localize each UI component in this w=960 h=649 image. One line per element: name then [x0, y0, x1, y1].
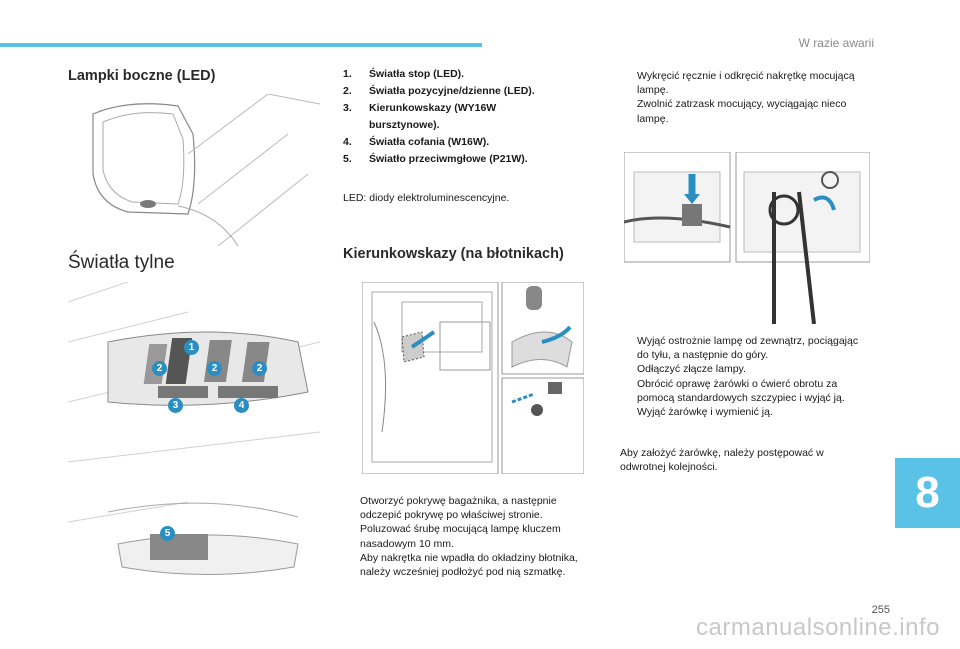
- bulb-removal-illustration: [624, 152, 870, 324]
- list-item: Odłączyć złącze lampy.: [637, 363, 746, 376]
- lamp-removal-steps: Wyjąć ostrożnie lampę od zewnątrz, pocią…: [620, 334, 870, 419]
- callout-3: 3: [168, 398, 183, 413]
- callout-2: 2: [252, 361, 267, 376]
- fender-indicator-illustration: [362, 282, 584, 474]
- callout-4: 4: [234, 398, 249, 413]
- list-item: Wyjąć żarówkę i wymienić ją.: [637, 406, 773, 419]
- list-item: Wyjąć ostrożnie lampę od zewnątrz, pocią…: [637, 335, 859, 362]
- list-item: Obrócić oprawę żarówki o ćwierć obrotu z…: [637, 377, 845, 404]
- list-item: 1.Światła stop (LED).: [343, 68, 465, 80]
- list-item: Aby nakrętka nie wpadła do okładziny bło…: [360, 551, 578, 579]
- header-accent-bar: [0, 43, 482, 47]
- heading-fender-indicators: Kierunkowskazy (na błotnikach): [343, 246, 564, 262]
- lamp-release-steps: Wykręcić ręcznie i odkręcić nakrętkę moc…: [620, 69, 870, 126]
- fender-steps: Otworzyć pokrywę bagażnika, a następnie …: [343, 494, 595, 579]
- led-note: LED: diody elektroluminescencyjne.: [343, 192, 510, 204]
- heading-side-lamps: Lampki boczne (LED): [68, 68, 216, 84]
- rear-lights-illustration: 1 2 2 2 3 4 5: [68, 282, 320, 602]
- watermark: carmanualsonline.info: [696, 614, 940, 641]
- list-item: 4.Światła cofania (W16W).: [343, 136, 490, 148]
- list-item: Otworzyć pokrywę bagażnika, a następnie …: [360, 495, 557, 522]
- callout-2: 2: [152, 361, 167, 376]
- bulb-list: 1.Światła stop (LED). 2.Światła pozycyjn…: [343, 66, 583, 168]
- list-item: Wykręcić ręcznie i odkręcić nakrętkę moc…: [637, 70, 855, 97]
- callout-2: 2: [207, 361, 222, 376]
- reassembly-note: Aby założyć żarówkę, należy postępować w…: [620, 447, 824, 473]
- heading-rear-lights: Światła tylne: [68, 252, 175, 273]
- callout-5: 5: [160, 526, 175, 541]
- list-item: 2.Światła pozycyjne/dzienne (LED).: [343, 85, 535, 97]
- chapter-tab: 8: [895, 458, 960, 528]
- list-item: 5.Światło przeciwmgłowe (P21W).: [343, 153, 528, 165]
- section-title: W razie awarii: [798, 36, 874, 50]
- list-item: Zwolnić zatrzask mocujący, wyciągając ni…: [637, 98, 847, 125]
- page-number: 255: [871, 604, 890, 616]
- side-mirror-illustration: [68, 94, 320, 246]
- callout-1: 1: [184, 340, 199, 355]
- list-item: 3.Kierunkowskazy (WY16W bursztynowe).: [343, 102, 497, 131]
- list-item: Poluzować śrubę mocującą lampę kluczem n…: [360, 523, 561, 550]
